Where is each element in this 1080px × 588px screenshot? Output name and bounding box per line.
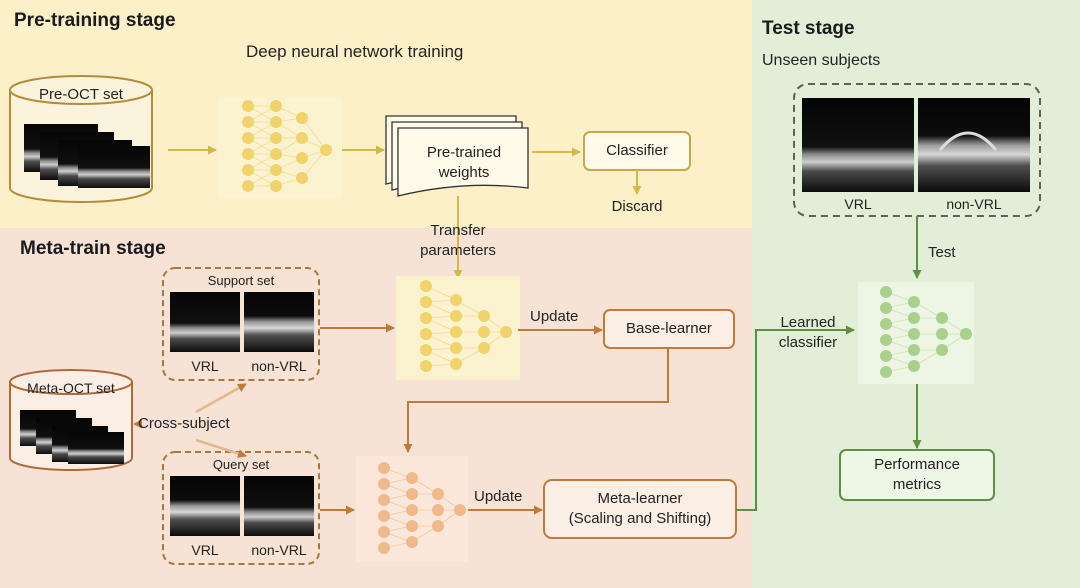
query-set-label: Query set <box>212 457 270 472</box>
meta-learner-line1: Meta-learner <box>597 490 683 507</box>
learned-classifier-line2: classifier <box>778 334 838 351</box>
update-top-label: Update <box>530 308 579 325</box>
update-bottom-label: Update <box>474 488 523 505</box>
classifier-label: Classifier <box>606 142 668 159</box>
test-vrl-label: VRL <box>844 196 872 212</box>
meta-learner-box <box>543 479 737 539</box>
performance-line2: metrics <box>892 476 942 493</box>
support-set-label: Support set <box>207 273 275 288</box>
support-nonvrl-scan <box>244 292 314 352</box>
test-nonvrl-scan <box>918 98 1030 192</box>
metatrain-neural-network <box>396 276 520 380</box>
performance-metrics-box <box>839 449 995 501</box>
arrow-base-to-query-nn <box>403 348 669 453</box>
support-set-box <box>162 267 320 381</box>
query-nonvrl-label: non-VRL <box>251 542 307 558</box>
pretrain-stage-subtitle: Deep neural network training <box>246 42 464 61</box>
support-vrl-scan <box>170 292 240 352</box>
meta-oct-scans <box>20 410 124 464</box>
pretrained-weights-doc <box>385 115 529 197</box>
query-neural-network <box>356 456 468 562</box>
support-vrl-label: VRL <box>191 358 219 374</box>
pre-oct-scans <box>24 124 150 188</box>
metatrain-stage-title: Meta-train stage <box>20 238 166 259</box>
pre-oct-label: Pre-OCT set <box>39 86 123 103</box>
query-vrl-scan <box>170 476 240 536</box>
meta-learner-line2: (Scaling and Shifting) <box>568 510 712 527</box>
test-label: Test <box>928 244 956 261</box>
cross-subject-label: Cross-subject <box>138 415 230 432</box>
weights-label-line2: weights <box>438 164 490 181</box>
base-learner-label: Base-learner <box>626 320 712 337</box>
test-stage-title: Test stage <box>762 18 855 39</box>
arrow-meta-to-test-nn <box>736 325 855 511</box>
pretrain-stage-title: Pre-training stage <box>14 10 176 31</box>
meta-oct-label: Meta-OCT set <box>27 380 115 396</box>
test-stage-subtitle: Unseen subjects <box>762 52 881 69</box>
support-nonvrl-label: non-VRL <box>251 358 307 374</box>
test-vrl-scan <box>802 98 914 192</box>
test-nonvrl-label: non-VRL <box>946 196 1002 212</box>
performance-line1: Performance <box>874 456 960 473</box>
query-vrl-label: VRL <box>191 542 219 558</box>
query-nonvrl-scan <box>244 476 314 536</box>
arrow-cross-to-query <box>195 438 247 458</box>
weights-label-line1: Pre-trained <box>426 144 502 161</box>
learned-classifier-line1: Learned <box>780 314 836 331</box>
transfer-label-line2: parameters <box>420 242 496 259</box>
pretrain-neural-network <box>218 98 342 198</box>
test-nonvrl-bump <box>938 131 998 151</box>
transfer-label-line1: Transfer <box>430 222 486 239</box>
test-neural-network <box>858 282 974 384</box>
discard-label: Discard <box>611 198 663 215</box>
arrow-cross-to-support <box>195 382 247 414</box>
